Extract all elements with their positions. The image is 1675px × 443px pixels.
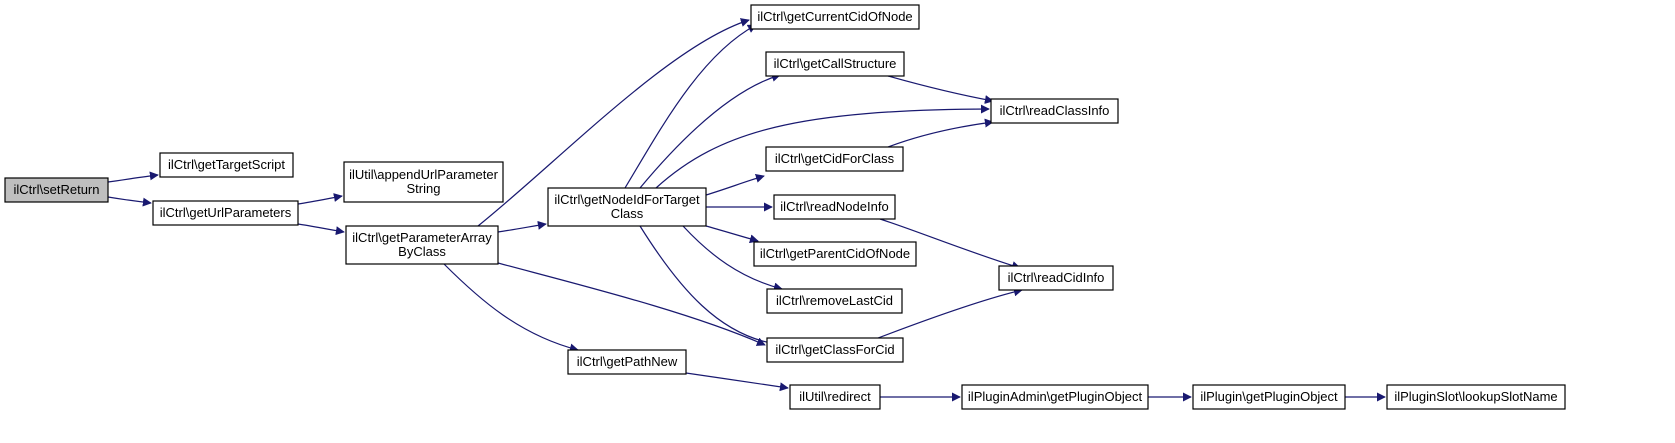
edge-getClassForCid-to-readCidInfo	[877, 287, 1023, 339]
node-removeLastCid[interactable]: ilCtrl\removeLastCid	[766, 288, 903, 314]
edge-getParameterArrayByClass-to-getNodeIdForTargetClass	[497, 220, 547, 233]
node-box	[990, 98, 1119, 124]
edge-getParameterArrayByClass-to-getCurrentCidOfNode	[477, 18, 750, 227]
node-label: ilCtrl\getClassForCid	[775, 342, 894, 357]
node-label: ByClass	[398, 244, 446, 259]
node-getUrlParameters[interactable]: ilCtrl\getUrlParameters	[152, 200, 299, 226]
edge-getParameterArrayByClass-to-getPathNew	[443, 263, 579, 353]
node-lookupSlotName[interactable]: ilPluginSlot\lookupSlotName	[1386, 384, 1566, 410]
node-label: ilCtrl\getPathNew	[577, 354, 678, 369]
node-label: ilCtrl\getCidForClass	[775, 151, 895, 166]
node-label: ilCtrl\readCidInfo	[1008, 270, 1105, 285]
node-label: ilPlugin\getPluginObject	[1200, 389, 1338, 404]
node-box	[766, 288, 903, 314]
node-label: ilCtrl\getParentCidOfNode	[760, 246, 910, 261]
node-getCurrentCidOfNode[interactable]: ilCtrl\getCurrentCidOfNode	[750, 4, 920, 30]
node-label: ilCtrl\getCurrentCidOfNode	[757, 9, 912, 24]
node-box	[1386, 384, 1566, 410]
node-label: Class	[611, 206, 644, 221]
edge-getParameterArrayByClass-to-getClassForCid	[497, 262, 766, 346]
node-box	[773, 194, 896, 220]
node-readCidInfo[interactable]: ilCtrl\readCidInfo	[998, 265, 1114, 291]
node-layer: ilCtrl\setReturn ilCtrl\getTargetScript il…	[4, 4, 1566, 410]
edge-getPathNew-to-redirect	[685, 372, 789, 392]
node-label: ilCtrl\getParameterArray	[352, 230, 492, 245]
edge-setReturn-to-getTargetScript	[107, 171, 159, 183]
node-getCallStructure[interactable]: ilCtrl\getCallStructure	[765, 51, 905, 77]
node-ilPluginGetPluginObject[interactable]: ilPlugin\getPluginObject	[1192, 384, 1346, 410]
node-label: ilPluginSlot\lookupSlotName	[1394, 389, 1557, 404]
node-box	[765, 51, 905, 77]
node-box	[152, 200, 299, 226]
node-box	[343, 161, 504, 203]
edge-getUrlParameters-to-getParameterArrayByClass	[297, 223, 345, 236]
node-box	[766, 337, 904, 363]
node-label: ilCtrl\readNodeInfo	[780, 199, 888, 214]
node-label: String	[407, 181, 441, 196]
node-readNodeInfo[interactable]: ilCtrl\readNodeInfo	[773, 194, 896, 220]
node-box	[1192, 384, 1346, 410]
node-label: ilCtrl\setReturn	[14, 182, 100, 197]
node-setReturn[interactable]: ilCtrl\setReturn	[4, 177, 109, 203]
edge-readNodeInfo-to-readCidInfo	[879, 218, 1021, 270]
node-redirect[interactable]: ilUtil\redirect	[789, 384, 881, 410]
node-box	[567, 349, 687, 375]
node-label: ilCtrl\readClassInfo	[1000, 103, 1110, 118]
node-getCidForClass[interactable]: ilCtrl\getCidForClass	[765, 146, 904, 172]
edge-getNodeIdForTargetClass-to-getClassForCid	[639, 225, 777, 348]
node-box	[961, 384, 1149, 410]
edge-getNodeIdForTargetClass-to-readClassInfo	[655, 104, 990, 189]
node-label: ilCtrl\getNodeIdForTarget	[554, 192, 700, 207]
node-label: ilCtrl\removeLastCid	[776, 293, 893, 308]
node-label: ilCtrl\getTargetScript	[168, 157, 285, 172]
node-readClassInfo[interactable]: ilCtrl\readClassInfo	[990, 98, 1119, 124]
node-ilPluginAdminGetPluginObject[interactable]: ilPluginAdmin\getPluginObject	[961, 384, 1149, 410]
node-box	[345, 225, 499, 265]
node-label: ilUtil\appendUrlParameter	[349, 167, 499, 182]
edge-getNodeIdForTargetClass-to-getCidForClass	[705, 174, 765, 196]
edge-getUrlParameters-to-appendUrlParameterString	[297, 193, 343, 205]
edge-setReturn-to-getUrlParameters	[107, 196, 152, 207]
node-label: ilCtrl\getCallStructure	[774, 56, 897, 71]
node-label: ilUtil\redirect	[799, 389, 871, 404]
edge-getNodeIdForTargetClass-to-getCurrentCidOfNode	[624, 24, 757, 189]
node-box	[789, 384, 881, 410]
edge-getCallStructure-to-readClassInfo	[887, 75, 994, 104]
node-box	[753, 241, 917, 267]
node-getParentCidOfNode[interactable]: ilCtrl\getParentCidOfNode	[753, 241, 917, 267]
node-box	[4, 177, 109, 203]
node-label: ilCtrl\getUrlParameters	[160, 205, 292, 220]
node-getClassForCid[interactable]: ilCtrl\getClassForCid	[766, 337, 904, 363]
node-box	[998, 265, 1114, 291]
node-box	[765, 146, 904, 172]
node-box	[750, 4, 920, 30]
edge-layer	[107, 18, 1386, 402]
node-box	[547, 187, 707, 227]
node-box	[159, 152, 294, 178]
edge-getCidForClass-to-readClassInfo	[887, 118, 994, 148]
edge-getNodeIdForTargetClass-to-getCallStructure	[639, 73, 781, 189]
node-label: ilPluginAdmin\getPluginObject	[968, 389, 1143, 404]
edge-getNodeIdForTargetClass-to-removeLastCid	[682, 225, 783, 292]
node-getTargetScript[interactable]: ilCtrl\getTargetScript	[159, 152, 294, 178]
node-getPathNew[interactable]: ilCtrl\getPathNew	[567, 349, 687, 375]
edge-getNodeIdForTargetClass-to-getParentCidOfNode	[705, 225, 759, 244]
